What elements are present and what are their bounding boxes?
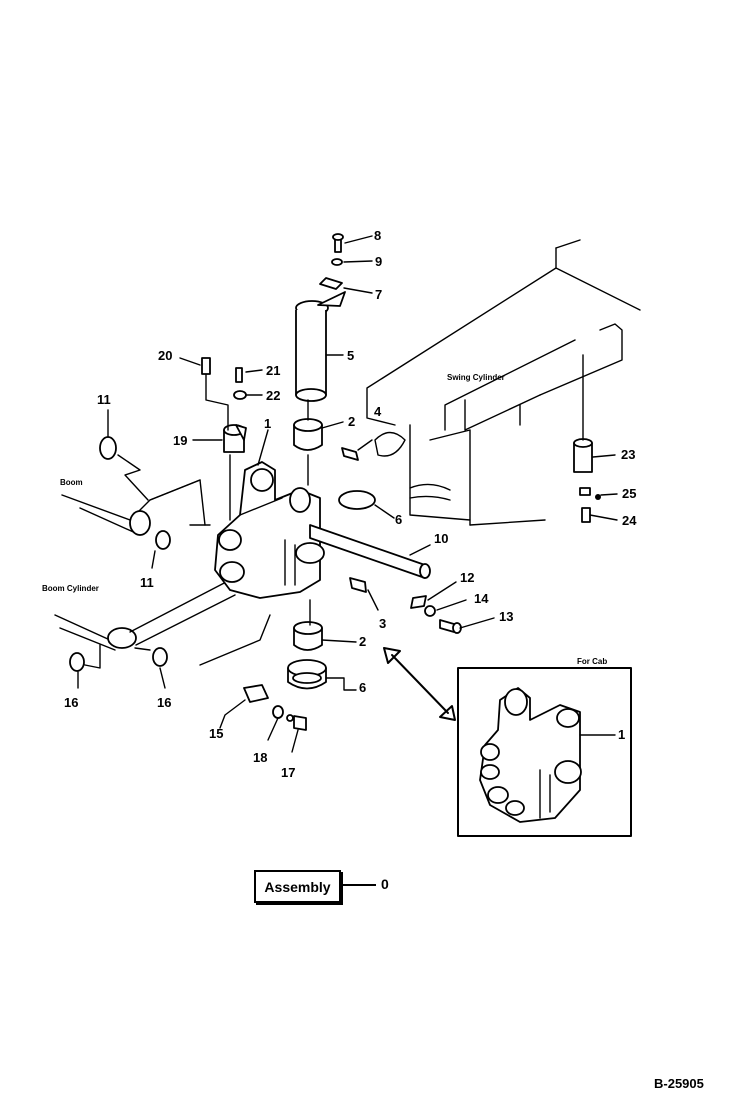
detail-arrow <box>383 647 456 721</box>
callout-3: 3 <box>379 616 386 631</box>
label-swing-cylinder: Swing Cylinder <box>447 373 505 382</box>
callout-6-upper: 6 <box>395 512 402 527</box>
callout-1: 1 <box>264 416 271 431</box>
label-for-cab: For Cab <box>577 657 607 666</box>
label-boom: Boom <box>60 478 83 487</box>
callout-2-lower: 2 <box>359 634 366 649</box>
callout-18: 18 <box>253 750 267 765</box>
callout-16-right: 16 <box>157 695 171 710</box>
label-boom-cylinder: Boom Cylinder <box>42 584 99 593</box>
bushings-and-seals <box>287 418 376 690</box>
o-rings <box>69 436 171 672</box>
callout-10: 10 <box>434 531 448 546</box>
callout-9: 9 <box>375 254 382 269</box>
component-labels: Boom Boom Cylinder Swing Cylinder For Ca… <box>42 373 607 666</box>
for-cab-detail <box>457 667 632 837</box>
callout-5: 5 <box>347 348 354 363</box>
drawing-code: B-25905 <box>654 1076 704 1091</box>
callout-23: 23 <box>621 447 635 462</box>
pin-assembly-top <box>295 233 346 402</box>
callout-12: 12 <box>460 570 474 585</box>
callout-6-lower: 6 <box>359 680 366 695</box>
callout-4: 4 <box>374 404 382 419</box>
pin-23-group <box>573 438 601 523</box>
boom-cylinder <box>54 579 236 651</box>
grease-fittings <box>341 447 367 593</box>
callout-8: 8 <box>374 228 381 243</box>
callout-25: 25 <box>622 486 636 501</box>
callout-1-detail: 1 <box>618 727 625 742</box>
machine-frame <box>366 239 641 526</box>
pin-10-group <box>309 524 462 634</box>
callout-7: 7 <box>375 287 382 302</box>
callout-14: 14 <box>474 591 489 606</box>
callout-15: 15 <box>209 726 223 741</box>
callout-2-upper: 2 <box>348 414 355 429</box>
callout-numbers: 8 9 7 5 20 21 22 11 19 1 2 4 6 10 12 14 … <box>64 228 637 780</box>
callout-21: 21 <box>266 363 280 378</box>
callout-24: 24 <box>622 513 637 528</box>
callout-19: 19 <box>173 433 187 448</box>
callout-13: 13 <box>499 609 513 624</box>
pin-19-group <box>201 357 247 521</box>
assembly-label-box: Assembly <box>254 870 341 903</box>
callout-22: 22 <box>266 388 280 403</box>
fittings-lower <box>243 684 307 731</box>
boom-arm <box>61 479 206 536</box>
swing-bracket <box>214 461 325 599</box>
callout-11-lower: 11 <box>140 575 154 590</box>
callout-16-left: 16 <box>64 695 78 710</box>
assembly-number: 0 <box>381 876 389 892</box>
callout-17: 17 <box>281 765 295 780</box>
callout-20: 20 <box>158 348 172 363</box>
leader-lines <box>77 235 618 753</box>
assembly-leader-line <box>343 884 376 886</box>
assembly-label: Assembly <box>264 878 331 895</box>
callout-11-upper: 11 <box>97 392 111 407</box>
